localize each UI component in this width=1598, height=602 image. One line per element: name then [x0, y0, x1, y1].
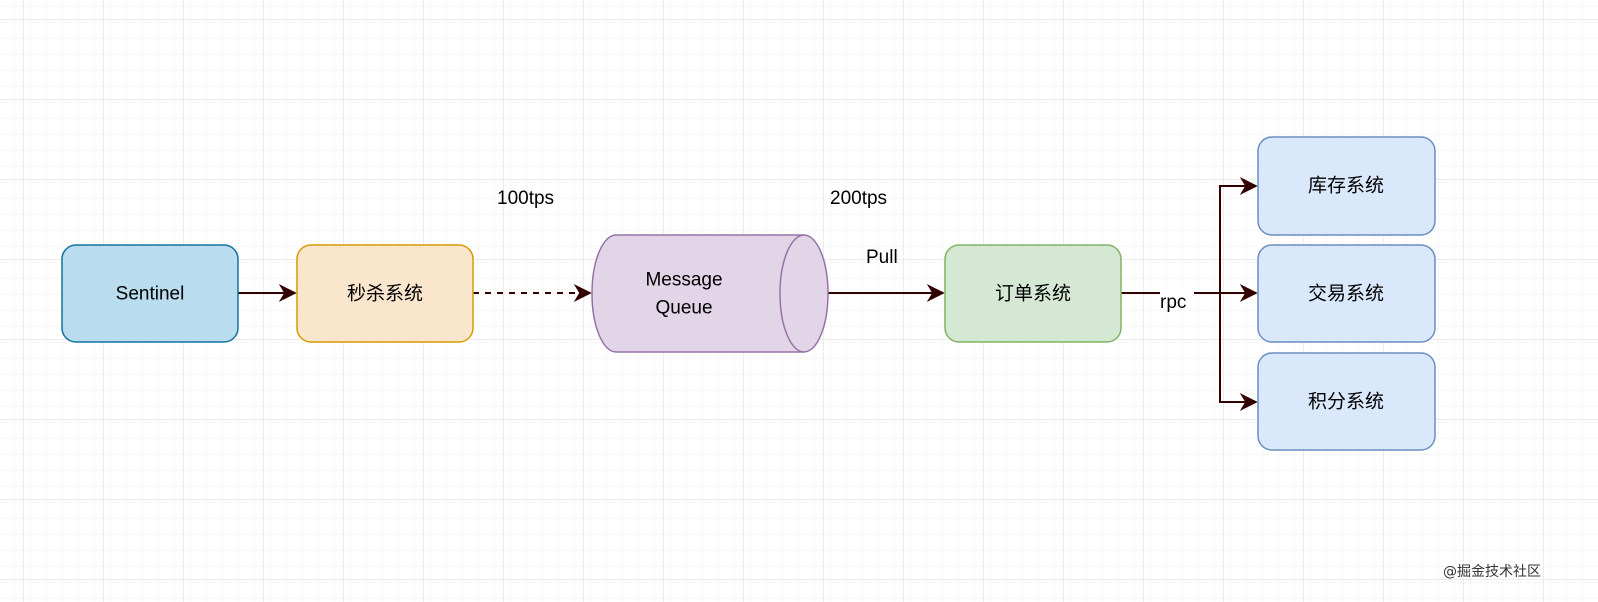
node-sentinel[interactable]: Sentinel: [61, 244, 239, 343]
node-trade[interactable]: 交易系统: [1257, 244, 1436, 343]
label-pull: Pull: [866, 247, 898, 268]
node-inventory[interactable]: 库存系统: [1257, 136, 1436, 236]
node-seckill[interactable]: 秒杀系统: [296, 244, 474, 343]
node-seckill-label: 秒杀系统: [347, 283, 423, 305]
watermark: @掘金技术社区: [1443, 564, 1541, 580]
node-sentinel-label: Sentinel: [116, 284, 185, 305]
node-message-queue[interactable]: Message Queue: [591, 234, 829, 353]
label-100tps: 100tps: [497, 188, 554, 209]
edge-order-inventory[interactable]: [1219, 177, 1258, 293]
node-points[interactable]: 积分系统: [1257, 352, 1436, 451]
node-mq-label-1: Message: [645, 270, 722, 291]
node-order[interactable]: 订单系统: [944, 244, 1122, 343]
node-inventory-label: 库存系统: [1308, 175, 1384, 197]
node-order-label: 订单系统: [995, 283, 1071, 305]
node-points-label: 积分系统: [1308, 391, 1384, 413]
edge-order-points[interactable]: [1219, 293, 1258, 411]
label-rpc: rpc: [1160, 292, 1186, 313]
node-mq-label-2: Queue: [655, 298, 712, 319]
label-200tps: 200tps: [830, 188, 887, 209]
rpc-label-bg: [1160, 288, 1194, 308]
node-trade-label: 交易系统: [1308, 283, 1384, 305]
